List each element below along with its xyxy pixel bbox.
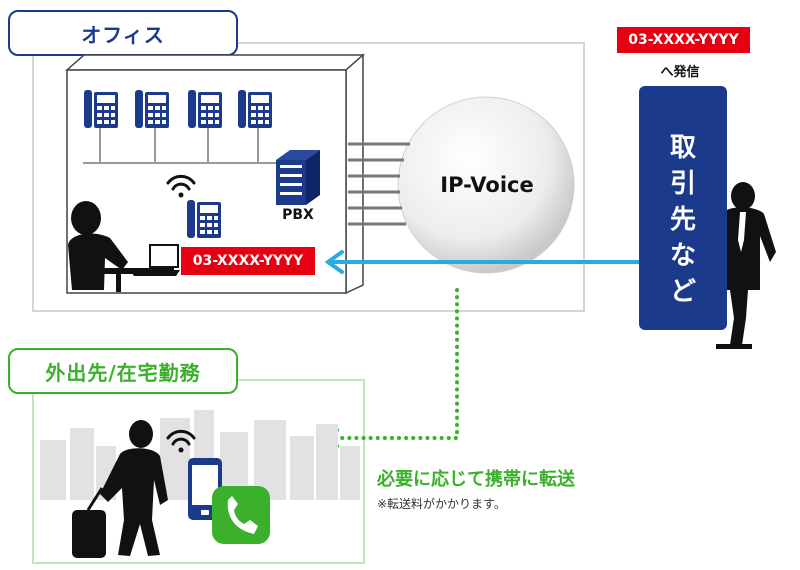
phone-app-icon xyxy=(212,486,270,544)
partner-box xyxy=(639,86,727,330)
partner-char: 引 xyxy=(669,169,696,199)
desk-phone-icon xyxy=(188,90,222,128)
desk-phone-icon xyxy=(84,90,118,128)
partner-char: ど xyxy=(669,277,696,307)
remote-worker-silhouette xyxy=(72,420,168,558)
partner-char: 先 xyxy=(669,205,696,235)
wireless-phone-icon xyxy=(187,200,221,238)
phone-network-line xyxy=(83,128,300,164)
city-skyline xyxy=(40,410,360,500)
office-number-badge: 03-XXXX-YYYY xyxy=(181,247,315,275)
office-worker-silhouette xyxy=(68,201,180,292)
ipvoice-label: IP-Voice xyxy=(440,173,534,197)
pbx-label: PBX xyxy=(282,207,314,223)
incoming-call-arrow xyxy=(324,250,642,274)
partner-char: な xyxy=(669,241,696,271)
wifi-icon xyxy=(166,429,196,453)
wifi-icon xyxy=(166,174,196,198)
remote-label: 外出先/在宅勤務 xyxy=(8,348,238,394)
partner-label: 取 引 先 な ど xyxy=(639,130,727,310)
forwarding-note: ※転送料がかかります。 xyxy=(377,497,506,511)
partner-char: 取 xyxy=(669,133,696,163)
pbx-server-icon xyxy=(276,150,320,205)
call-to-label: へ発信 xyxy=(660,65,700,80)
forwarding-caption: 必要に応じて携帯に転送 xyxy=(377,469,575,490)
ipvoice-sphere xyxy=(397,96,575,274)
trunk-lines xyxy=(348,142,410,226)
desk-phone-icon xyxy=(135,90,169,128)
office-label: オフィス xyxy=(8,10,238,56)
forward-arrow xyxy=(326,288,459,440)
desk-phone-icon xyxy=(238,90,272,128)
call-number-badge: 03-XXXX-YYYY xyxy=(617,27,750,53)
